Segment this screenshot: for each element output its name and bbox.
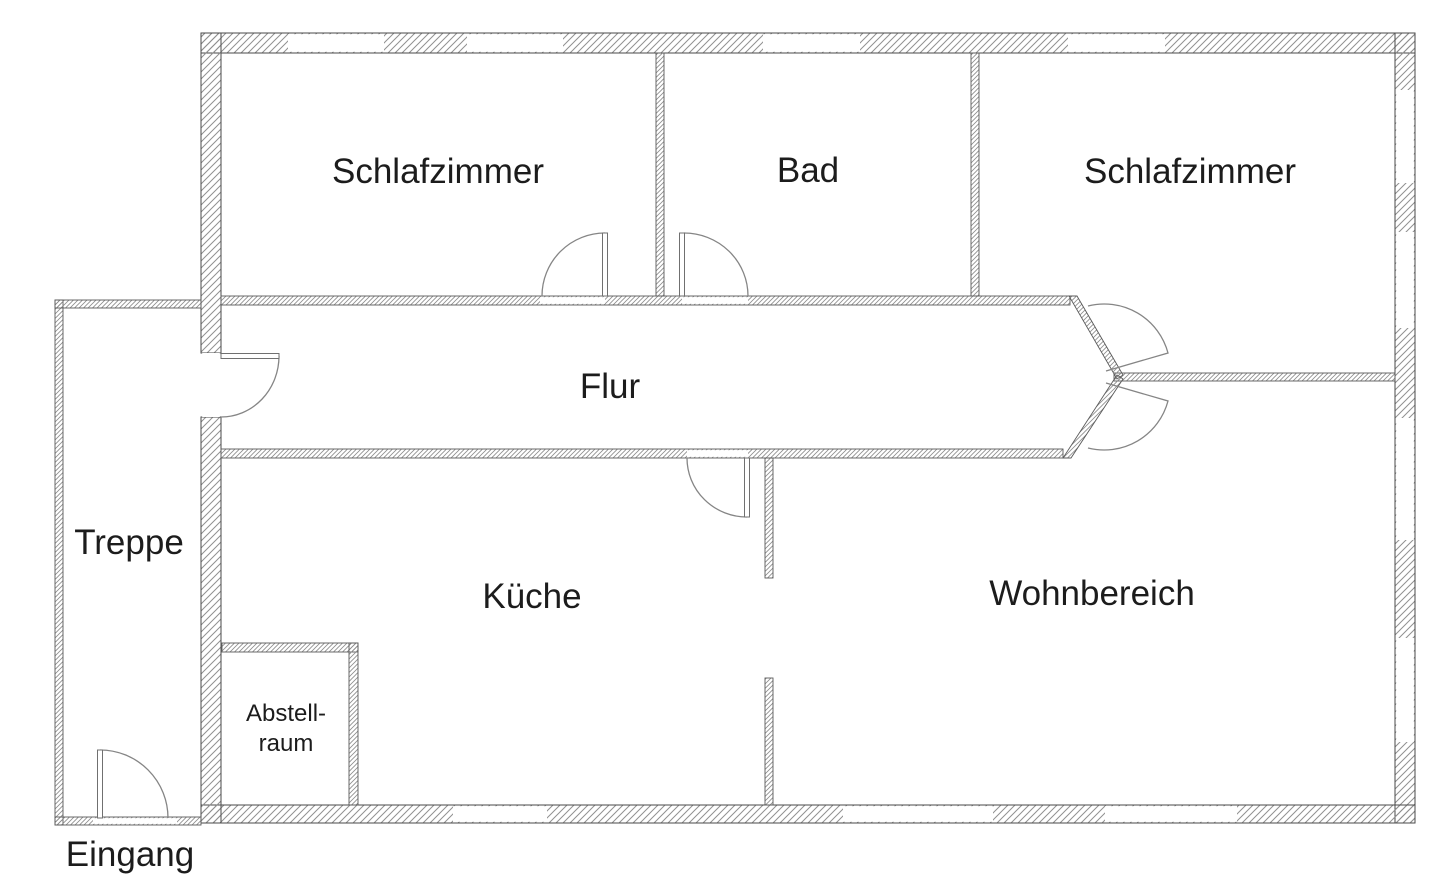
window-top-4 xyxy=(1068,34,1165,52)
room-label-bad: Bad xyxy=(777,151,839,190)
window-top-1 xyxy=(288,34,384,52)
wall-flur-bottom xyxy=(220,448,1064,459)
wall-treppe-left xyxy=(54,299,64,826)
wall-kueche-wohnbereich-lower-stub xyxy=(764,677,774,806)
room-label-schlafzimmer-right: Schlafzimmer xyxy=(1084,152,1296,191)
window-bottom-1 xyxy=(453,806,547,822)
door-arc-schlafzimmer-left xyxy=(541,232,606,297)
wall-treppe-top xyxy=(54,299,202,309)
wall-abstellraum-top xyxy=(221,642,359,653)
door-openings xyxy=(93,297,748,824)
window-top-2 xyxy=(467,34,563,52)
window-right-3 xyxy=(1396,418,1414,540)
door-leaf-bad xyxy=(679,232,685,297)
room-label-flur: Flur xyxy=(580,367,641,406)
door-arc-kueche xyxy=(686,457,748,518)
window-bottom-3 xyxy=(1105,806,1237,822)
door-opening-kueche xyxy=(687,450,748,457)
door-opening-eingang xyxy=(93,818,177,824)
wall-schlafzimmer-bad xyxy=(655,52,665,297)
room-labels: Schlafzimmer Bad Schlafzimmer Flur Trepp… xyxy=(66,151,1297,874)
room-label-abstellraum-line2: raum xyxy=(259,730,314,757)
wall-flur-diagonal-upper xyxy=(1068,295,1124,380)
window-right-2 xyxy=(1396,232,1414,328)
windows xyxy=(288,34,1414,822)
wall-flur-top xyxy=(220,295,1071,306)
room-label-abstellraum-line1: Abstell- xyxy=(246,700,326,727)
door-arc-schlafzimmer-right xyxy=(1087,303,1169,372)
door-opening-schlafzimmer-left xyxy=(540,297,605,304)
wall-kueche-wohnbereich-upper-stub xyxy=(764,457,774,579)
wall-bad-schlafzimmer xyxy=(970,52,980,297)
room-label-treppe: Treppe xyxy=(74,523,184,562)
window-top-3 xyxy=(763,34,860,52)
door-leaf-treppe-flur xyxy=(220,353,280,359)
wall-left-exterior-lower xyxy=(200,416,222,824)
room-label-kueche: Küche xyxy=(482,577,581,616)
room-label-wohnbereich: Wohnbereich xyxy=(989,574,1195,613)
wall-flur-diagonal-lower xyxy=(1062,374,1124,459)
window-right-1 xyxy=(1396,90,1414,183)
door-opening-bad xyxy=(682,297,748,304)
wall-abstellraum-right xyxy=(348,642,359,806)
door-arc-treppe-flur xyxy=(220,355,280,418)
door-arc-eingang xyxy=(99,749,169,819)
door-opening-treppe-flur xyxy=(202,353,220,417)
window-right-4 xyxy=(1396,638,1414,742)
interior-walls xyxy=(220,52,1396,806)
wall-left-exterior-upper xyxy=(200,32,222,354)
annotation-eingang: Eingang xyxy=(66,835,194,874)
door-leaf-eingang xyxy=(97,749,103,819)
room-label-schlafzimmer-left: Schlafzimmer xyxy=(332,152,544,191)
doors xyxy=(97,232,1169,819)
door-leaf-kueche xyxy=(744,457,750,518)
wall-schlafzimmer-right-bottom xyxy=(1113,372,1396,382)
door-arc-wohnbereich xyxy=(1087,382,1169,451)
window-bottom-2 xyxy=(843,806,993,822)
door-leaf-schlafzimmer-left xyxy=(602,232,608,297)
door-arc-bad xyxy=(683,232,749,297)
